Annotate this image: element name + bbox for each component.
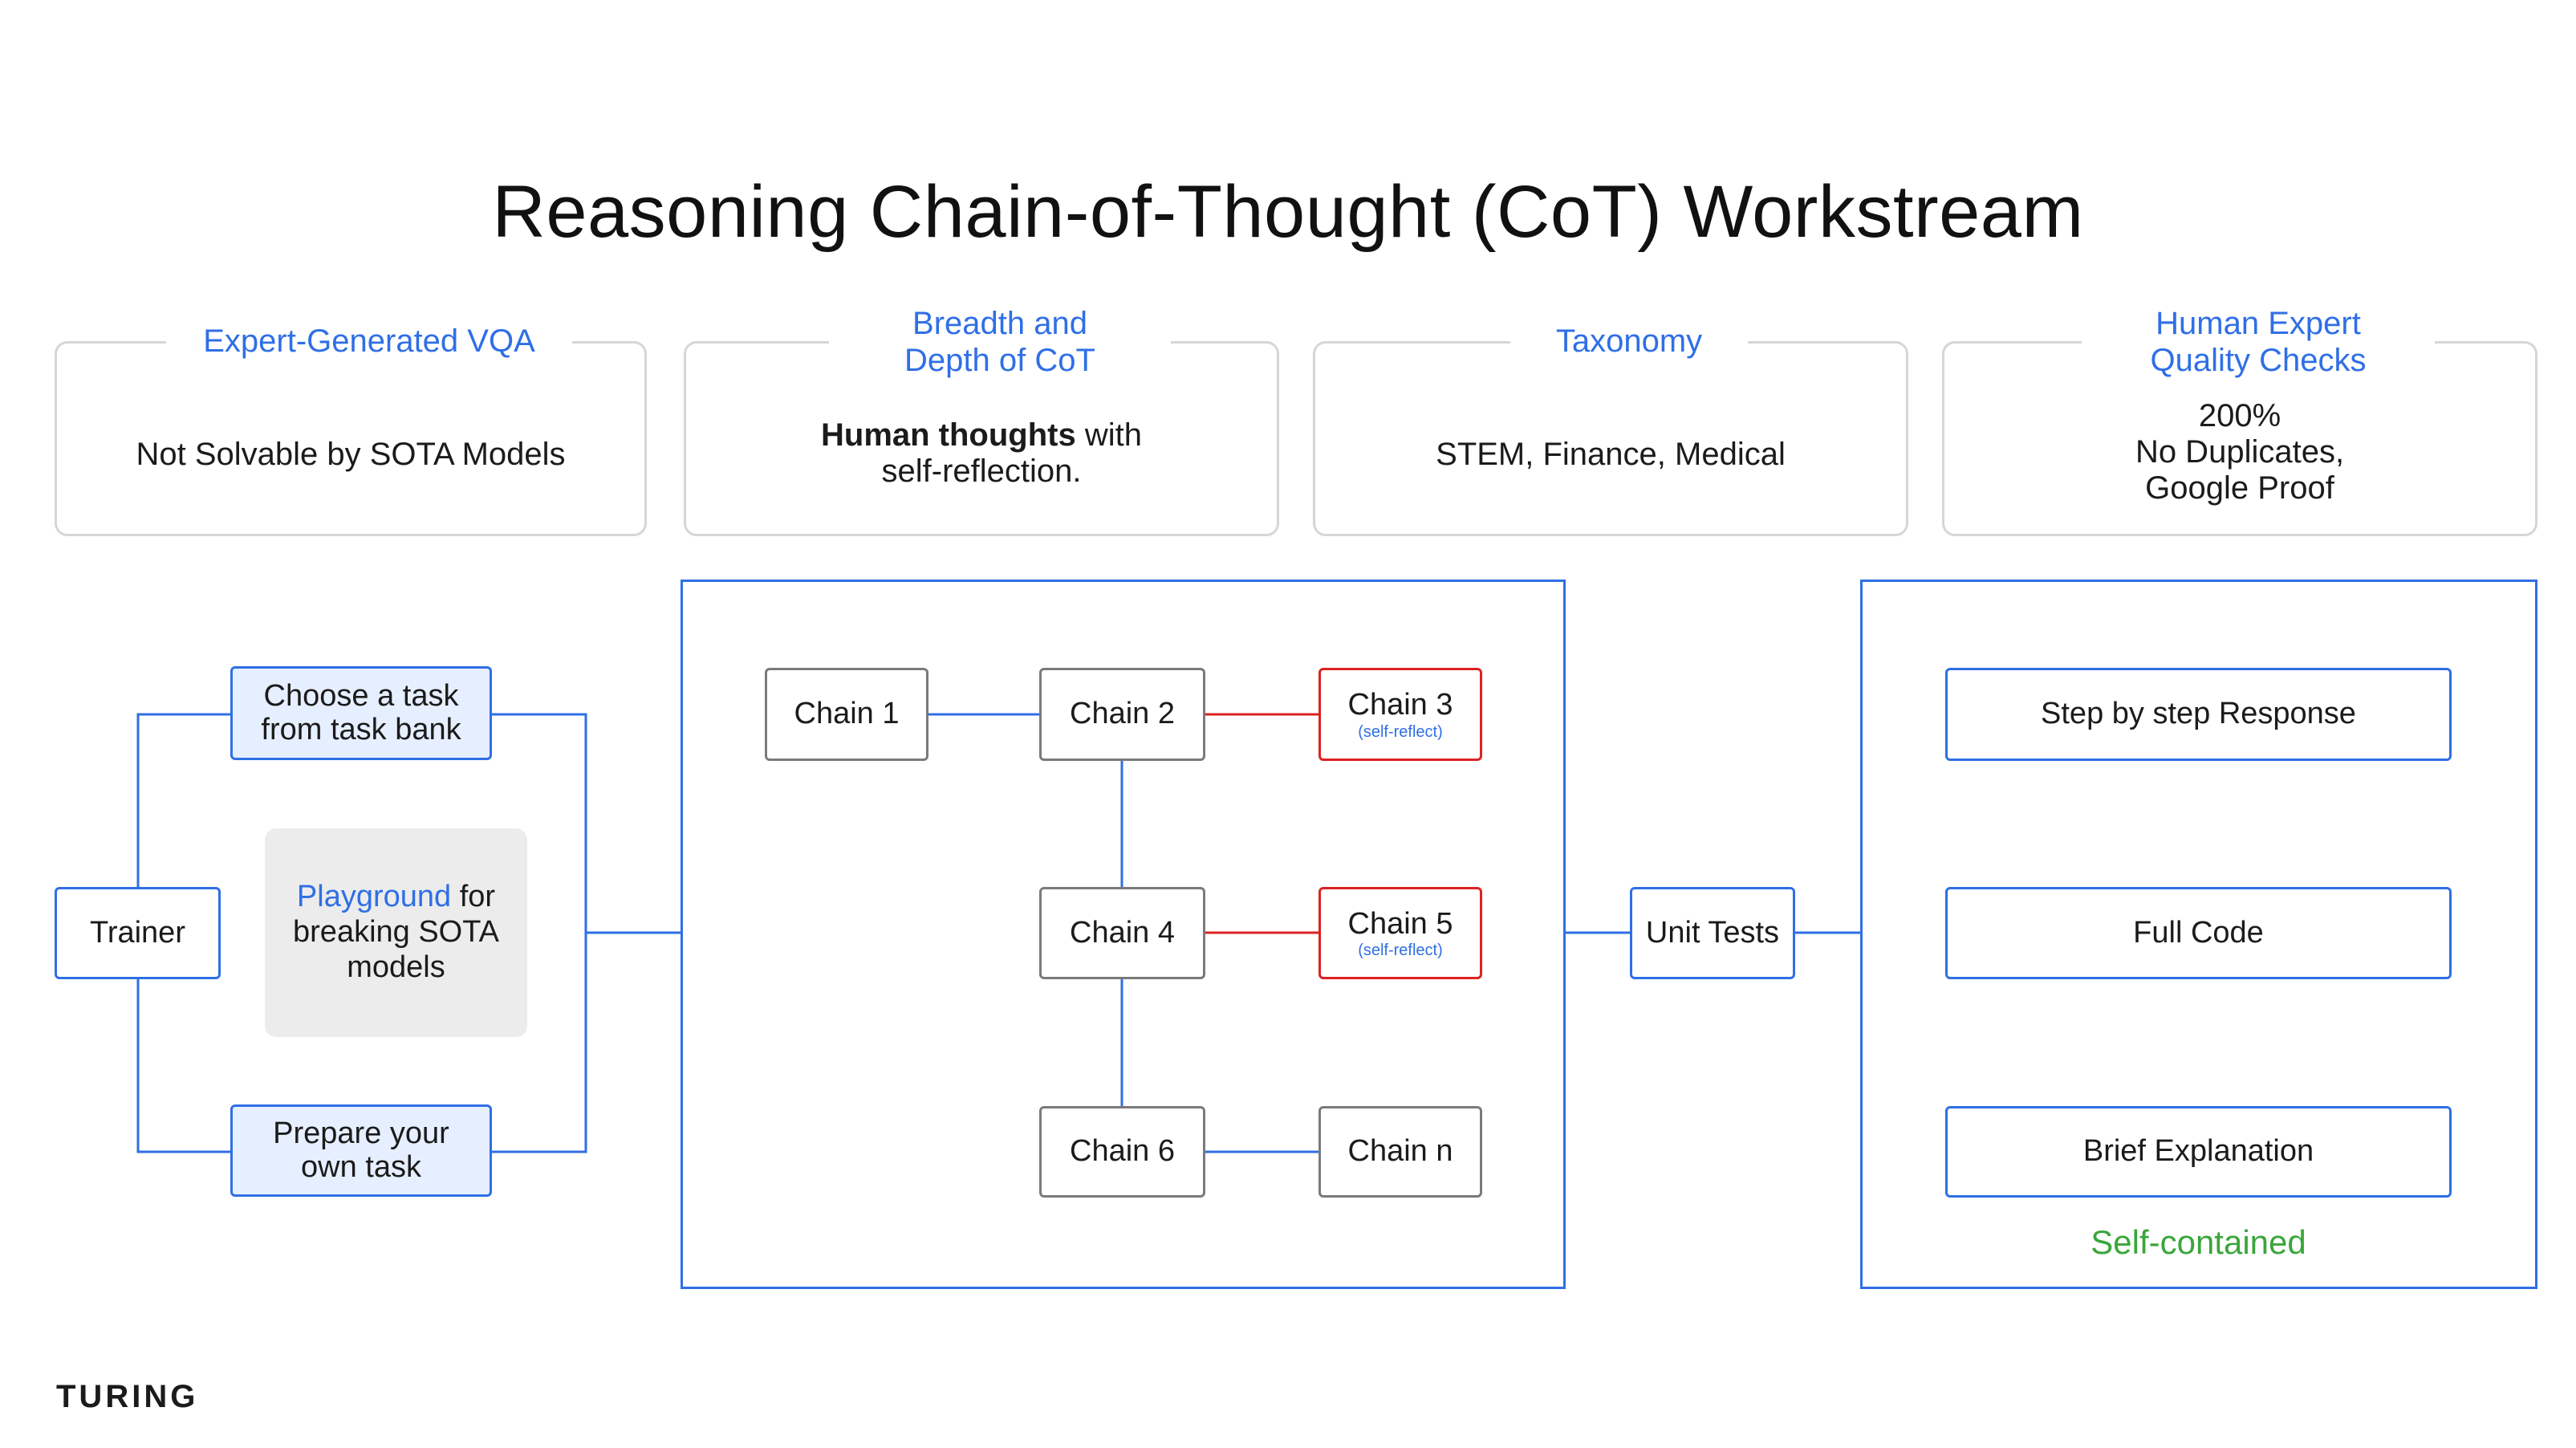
playground-line-2: breaking SOTA	[293, 915, 499, 950]
playground-accent: Playground	[296, 880, 452, 914]
task-bank-node: Choose a task from task bank	[230, 666, 492, 760]
card-title-line-2: Depth of CoT	[904, 343, 1095, 378]
card-body-line-1: 200%	[2198, 398, 2281, 433]
task-bank-line-1: Choose a task	[263, 678, 459, 713]
chain-3-node: Chain 3 (self-reflect)	[1318, 668, 1482, 761]
card-expert-vqa: Expert-Generated VQA Not Solvable by SOT…	[55, 323, 647, 536]
turing-logo: TURING	[56, 1379, 199, 1414]
chain-5-label: Chain 5	[1347, 906, 1453, 941]
chain-5-sublabel: (self-reflect)	[1358, 942, 1443, 960]
own-task-node: Prepare your own task	[230, 1104, 492, 1197]
task-bank-line-2: from task bank	[261, 712, 461, 746]
chain-6-node: Chain 6	[1039, 1106, 1205, 1198]
playground-line-1-rest: for	[451, 880, 496, 914]
chain-4-label: Chain 4	[1070, 915, 1175, 950]
full-code-node: Full Code	[1945, 887, 2452, 979]
card-title: Expert-Generated VQA	[166, 323, 572, 360]
chain-3-sublabel: (self-reflect)	[1358, 722, 1443, 741]
chain-2-node: Chain 2	[1039, 668, 1205, 761]
line-trainer-owntask	[136, 978, 230, 1153]
card-quality-checks: Human Expert Quality Checks 200% No Dupl…	[1942, 305, 2537, 536]
chain-n-node: Chain n	[1318, 1106, 1482, 1198]
card-body-line-2: self-reflection.	[881, 453, 1082, 489]
card-title-line-1: Breadth and	[912, 306, 1087, 341]
chain-6-label: Chain 6	[1070, 1134, 1175, 1169]
card-title: Breadth and Depth of CoT	[829, 305, 1171, 379]
self-contained-label: Self-contained	[2090, 1223, 2306, 1261]
chain-4-node: Chain 4	[1039, 887, 1205, 979]
card-title-line-1: Human Expert	[2155, 306, 2361, 341]
card-body: Not Solvable by SOTA Models	[136, 437, 566, 472]
unit-tests-label: Unit Tests	[1645, 915, 1780, 950]
own-task-line-1: Prepare your	[273, 1116, 449, 1150]
own-task-line-2: own task	[301, 1149, 421, 1184]
chain-3-label: Chain 3	[1347, 688, 1453, 722]
trainer-node: Trainer	[55, 887, 221, 979]
card-body: STEM, Finance, Medical	[1436, 437, 1786, 472]
chain-2-label: Chain 2	[1070, 697, 1175, 731]
chain-n-label: Chain n	[1347, 1134, 1453, 1169]
chain-1-label: Chain 1	[794, 697, 900, 731]
step-by-step-label: Step by step Response	[2041, 697, 2356, 731]
line-trainer-taskbank	[136, 713, 230, 887]
chain-1-node: Chain 1	[765, 668, 928, 761]
card-title: Taxonomy	[1510, 323, 1748, 360]
brief-explanation-label: Brief Explanation	[2082, 1134, 2314, 1169]
brief-explanation-node: Brief Explanation	[1945, 1106, 2452, 1198]
card-breadth-depth: Breadth and Depth of CoT Human thoughts …	[684, 305, 1279, 536]
card-body: 200% No Duplicates, Google Proof	[1944, 398, 2535, 506]
playground-box: Playground for breaking SOTA models	[265, 828, 527, 1037]
step-by-step-node: Step by step Response	[1945, 668, 2452, 761]
card-body: Human thoughts with self-reflection.	[686, 417, 1277, 490]
unit-tests-node: Unit Tests	[1630, 887, 1795, 979]
outputs-panel	[1860, 580, 2537, 1289]
card-title-line-2: Quality Checks	[2150, 343, 2367, 378]
card-title: Human Expert Quality Checks	[2082, 305, 2435, 379]
chains-panel	[681, 580, 1566, 1289]
card-body-rest: with	[1075, 417, 1142, 453]
playground-line-3: models	[347, 950, 445, 984]
page-title: Reasoning Chain-of-Thought (CoT) Workstr…	[492, 171, 2084, 253]
card-body-line-3: Google Proof	[2145, 470, 2334, 506]
card-taxonomy: Taxonomy STEM, Finance, Medical	[1313, 323, 1908, 536]
trainer-label: Trainer	[90, 915, 185, 950]
full-code-label: Full Code	[2133, 915, 2264, 950]
chain-5-node: Chain 5 (self-reflect)	[1318, 887, 1482, 979]
card-body-line-2: No Duplicates,	[2135, 433, 2345, 470]
card-body-bold: Human thoughts	[821, 417, 1076, 453]
